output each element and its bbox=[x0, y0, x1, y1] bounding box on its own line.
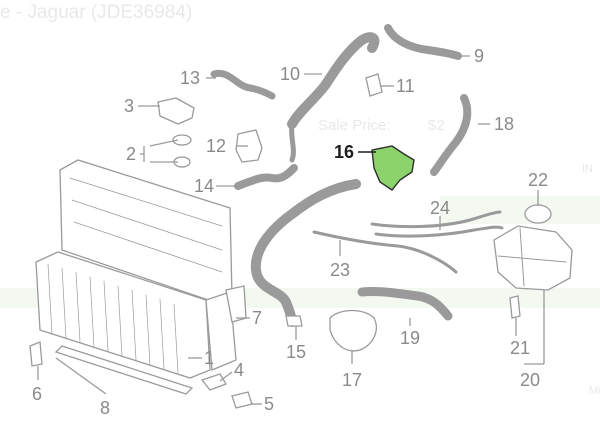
part-17-pump bbox=[329, 309, 377, 352]
callout-23: 23 bbox=[330, 260, 350, 280]
radiator-core bbox=[35, 251, 211, 379]
leader-lines bbox=[37, 55, 545, 405]
part-15-hose bbox=[250, 179, 361, 327]
radiator-bottom-plate bbox=[54, 345, 194, 395]
part-11-fitting bbox=[365, 73, 383, 97]
part-10-pipe bbox=[289, 121, 296, 163]
callout-14: 14 bbox=[194, 176, 214, 196]
part-15-clamp bbox=[285, 315, 303, 327]
part-5-clip bbox=[231, 391, 253, 409]
callout-12: 12 bbox=[206, 136, 226, 156]
radiator-core-fins bbox=[47, 263, 179, 374]
callout-21: 21 bbox=[510, 338, 530, 358]
part-20-expansion-tank bbox=[493, 225, 573, 291]
callout-3: 3 bbox=[124, 96, 134, 116]
callout-1: 1 bbox=[204, 348, 214, 368]
part-24-pipe bbox=[370, 210, 502, 229]
callout-16: 16 bbox=[334, 142, 354, 162]
callout-9: 9 bbox=[474, 46, 484, 66]
callout-5: 5 bbox=[264, 394, 274, 414]
radiator-frame-hatching bbox=[69, 177, 223, 273]
part-24-pipe-lower bbox=[374, 225, 504, 238]
radiator-assembly bbox=[35, 159, 247, 395]
callout-10: 10 bbox=[280, 64, 300, 84]
part-14-hose bbox=[234, 164, 298, 190]
callout-13: 13 bbox=[180, 68, 200, 88]
callout-17: 17 bbox=[342, 370, 362, 390]
part-3-bracket bbox=[157, 97, 195, 125]
part-2-grommet-upper bbox=[172, 134, 192, 146]
radiator-side-tank bbox=[205, 291, 237, 371]
callout-15: 15 bbox=[286, 342, 306, 362]
part-23-pipe bbox=[312, 230, 458, 274]
part-10-hose bbox=[287, 32, 380, 129]
callout-7: 7 bbox=[252, 308, 262, 328]
callout-6: 6 bbox=[32, 384, 42, 404]
callout-19: 19 bbox=[400, 328, 420, 348]
callout-4: 4 bbox=[234, 360, 244, 380]
part-9-hose bbox=[384, 24, 462, 60]
callout-24: 24 bbox=[430, 198, 450, 218]
callout-11: 11 bbox=[396, 76, 415, 96]
background-price: $2 bbox=[428, 117, 445, 134]
part-20-tank-detail bbox=[497, 227, 567, 287]
part-16-coolant-fitting bbox=[371, 145, 415, 191]
part-4-clip bbox=[200, 373, 227, 391]
callout-20: 20 bbox=[520, 370, 540, 390]
part-21-bolt bbox=[509, 295, 521, 319]
part-6-clip bbox=[29, 341, 43, 367]
part-12-bracket bbox=[235, 129, 263, 163]
background-in-label: IN bbox=[582, 163, 593, 175]
background-mi-label: Mi bbox=[589, 385, 600, 397]
callout-18: 18 bbox=[494, 114, 514, 134]
callout-22: 22 bbox=[528, 170, 548, 190]
part-13-hose bbox=[210, 69, 276, 100]
background-title: e - Jaguar (JDE36984) bbox=[0, 2, 193, 23]
part-18-hose bbox=[430, 94, 472, 176]
background-sale-price: Sale Price: bbox=[318, 117, 391, 134]
part-19-hose bbox=[357, 287, 453, 321]
part-22-cap bbox=[524, 204, 552, 224]
callout-labels: 1 2 3 4 5 6 7 8 9 10 11 12 13 14 15 16 1… bbox=[32, 46, 548, 418]
callout-2: 2 bbox=[126, 144, 136, 164]
callout-8: 8 bbox=[100, 398, 110, 418]
